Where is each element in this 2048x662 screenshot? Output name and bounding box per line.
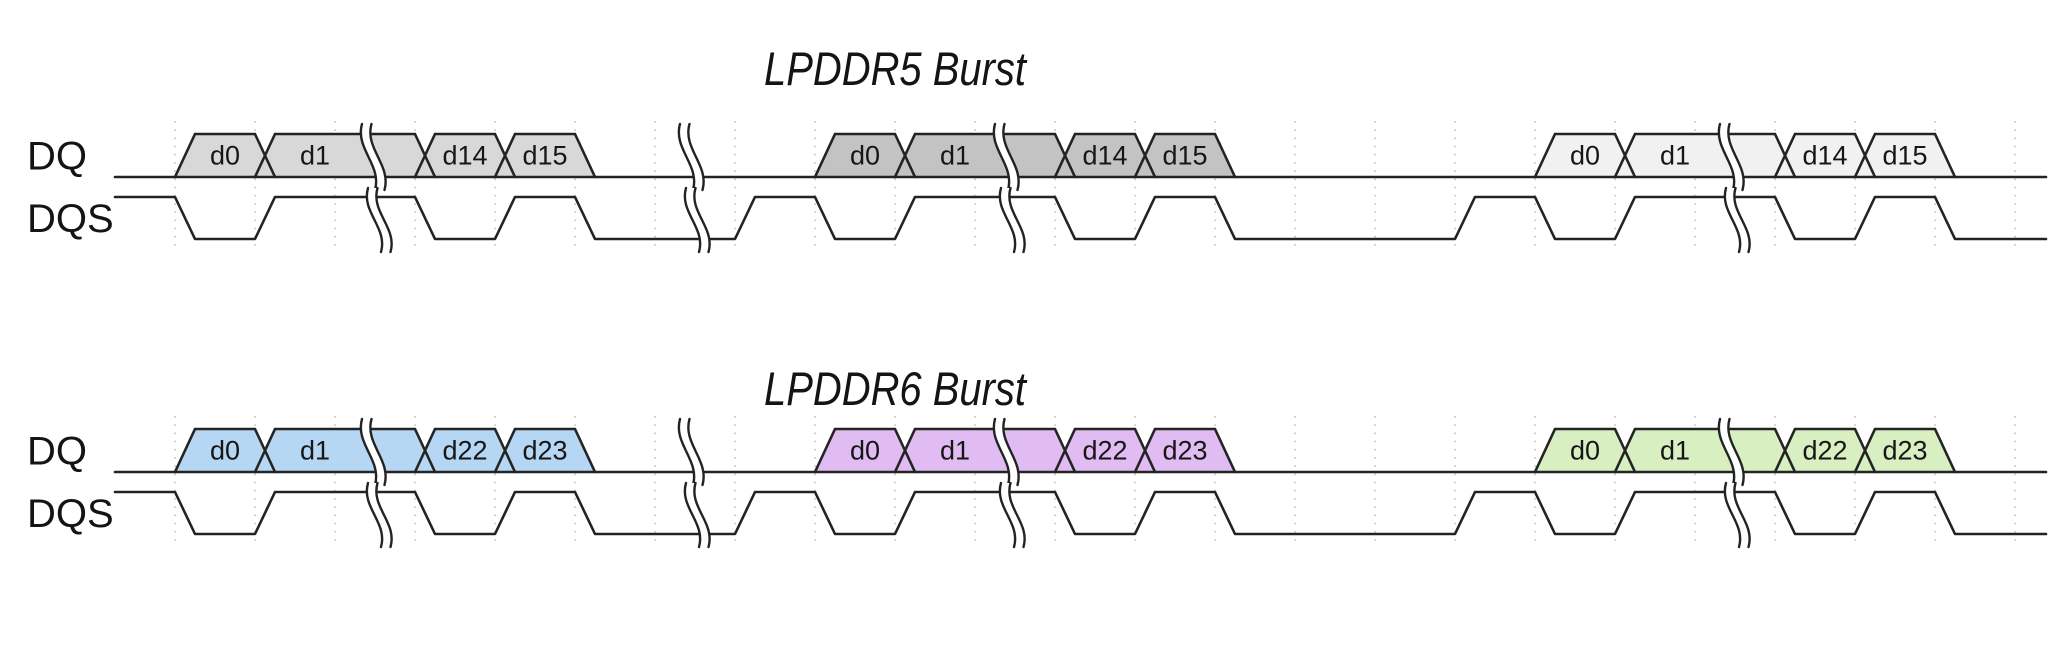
data-cell-label: d23 — [1162, 436, 1207, 466]
signal-label-dqs: DQS — [27, 197, 114, 241]
data-cell-label: d14 — [1802, 141, 1847, 171]
data-cell-label: d14 — [1082, 141, 1127, 171]
gap-break-mark — [359, 417, 387, 487]
data-cell-label: d1 — [300, 141, 330, 171]
gap-break-mark — [359, 122, 387, 192]
data-cell — [495, 134, 595, 177]
data-cell — [815, 134, 915, 177]
gap-break-mark — [1717, 417, 1745, 487]
data-cell — [1615, 134, 1795, 177]
gap-break-mark — [365, 186, 393, 254]
data-cell-label: d1 — [940, 141, 970, 171]
gap-break-mark — [992, 417, 1020, 487]
gap-break-mark — [683, 481, 711, 549]
group-title: LPDDR6 Burst — [764, 362, 1028, 415]
data-cell-label: d0 — [1570, 436, 1600, 466]
data-cell — [1855, 429, 1955, 472]
data-cell-label: d23 — [522, 436, 567, 466]
data-cell — [1535, 134, 1635, 177]
data-cell-label: d22 — [1082, 436, 1127, 466]
signal-label-dqs: DQS — [27, 492, 114, 536]
data-cell — [1775, 429, 1875, 472]
data-cell — [1055, 429, 1155, 472]
data-cell — [175, 134, 275, 177]
gap-break-mark — [1723, 481, 1751, 549]
signal-label-dq: DQ — [27, 135, 87, 179]
data-cell-label: d0 — [850, 141, 880, 171]
gap-break-mark — [677, 122, 705, 192]
data-cell — [495, 429, 595, 472]
dq-lane: d0 d1 d22 d23 d0 d1 d22 d23 d0 d1 d22 d23 — [113, 427, 2048, 474]
data-cell-label: d23 — [1882, 436, 1927, 466]
data-cell-label: d14 — [442, 141, 487, 171]
data-cell-label: d1 — [1660, 141, 1690, 171]
gap-break-mark — [677, 417, 705, 487]
data-cell-label: d22 — [442, 436, 487, 466]
data-cell — [415, 134, 515, 177]
data-cell-label: d0 — [210, 141, 240, 171]
data-cell-label: d15 — [522, 141, 567, 171]
dq-lane: d0 d1 d14 d15 d0 d1 d14 d15 d0 d1 d14 d15 — [113, 132, 2048, 179]
data-cell — [815, 429, 915, 472]
data-cell — [1055, 134, 1155, 177]
data-cell-label: d1 — [940, 436, 970, 466]
gap-break-mark — [365, 481, 393, 549]
gap-break-mark — [1723, 186, 1751, 254]
data-cell-label: d0 — [210, 436, 240, 466]
data-cell-label: d15 — [1162, 141, 1207, 171]
data-cell-label: d1 — [300, 436, 330, 466]
data-cell — [1135, 429, 1235, 472]
gap-break-mark — [683, 186, 711, 254]
data-cell — [255, 134, 435, 177]
data-cell-label: d0 — [850, 436, 880, 466]
gap-break-mark — [1717, 122, 1745, 192]
data-cell — [895, 429, 1075, 472]
dqs-waveform — [113, 195, 2048, 241]
gap-break-mark — [998, 481, 1026, 549]
data-cell-label: d22 — [1802, 436, 1847, 466]
data-cell — [255, 429, 435, 472]
data-cell-label: d1 — [1660, 436, 1690, 466]
data-cell — [175, 429, 275, 472]
gap-break-mark — [992, 122, 1020, 192]
data-cell — [1615, 429, 1795, 472]
data-cell — [1775, 134, 1875, 177]
data-cell-label: d15 — [1882, 141, 1927, 171]
data-cell — [1535, 429, 1635, 472]
dqs-waveform — [113, 490, 2048, 536]
data-cell-label: d0 — [1570, 141, 1600, 171]
data-cell — [1135, 134, 1235, 177]
signal-label-dq: DQ — [27, 430, 87, 474]
gap-break-mark — [998, 186, 1026, 254]
data-cell — [415, 429, 515, 472]
data-cell — [895, 134, 1075, 177]
group-title: LPDDR5 Burst — [764, 42, 1028, 95]
data-cell — [1855, 134, 1955, 177]
